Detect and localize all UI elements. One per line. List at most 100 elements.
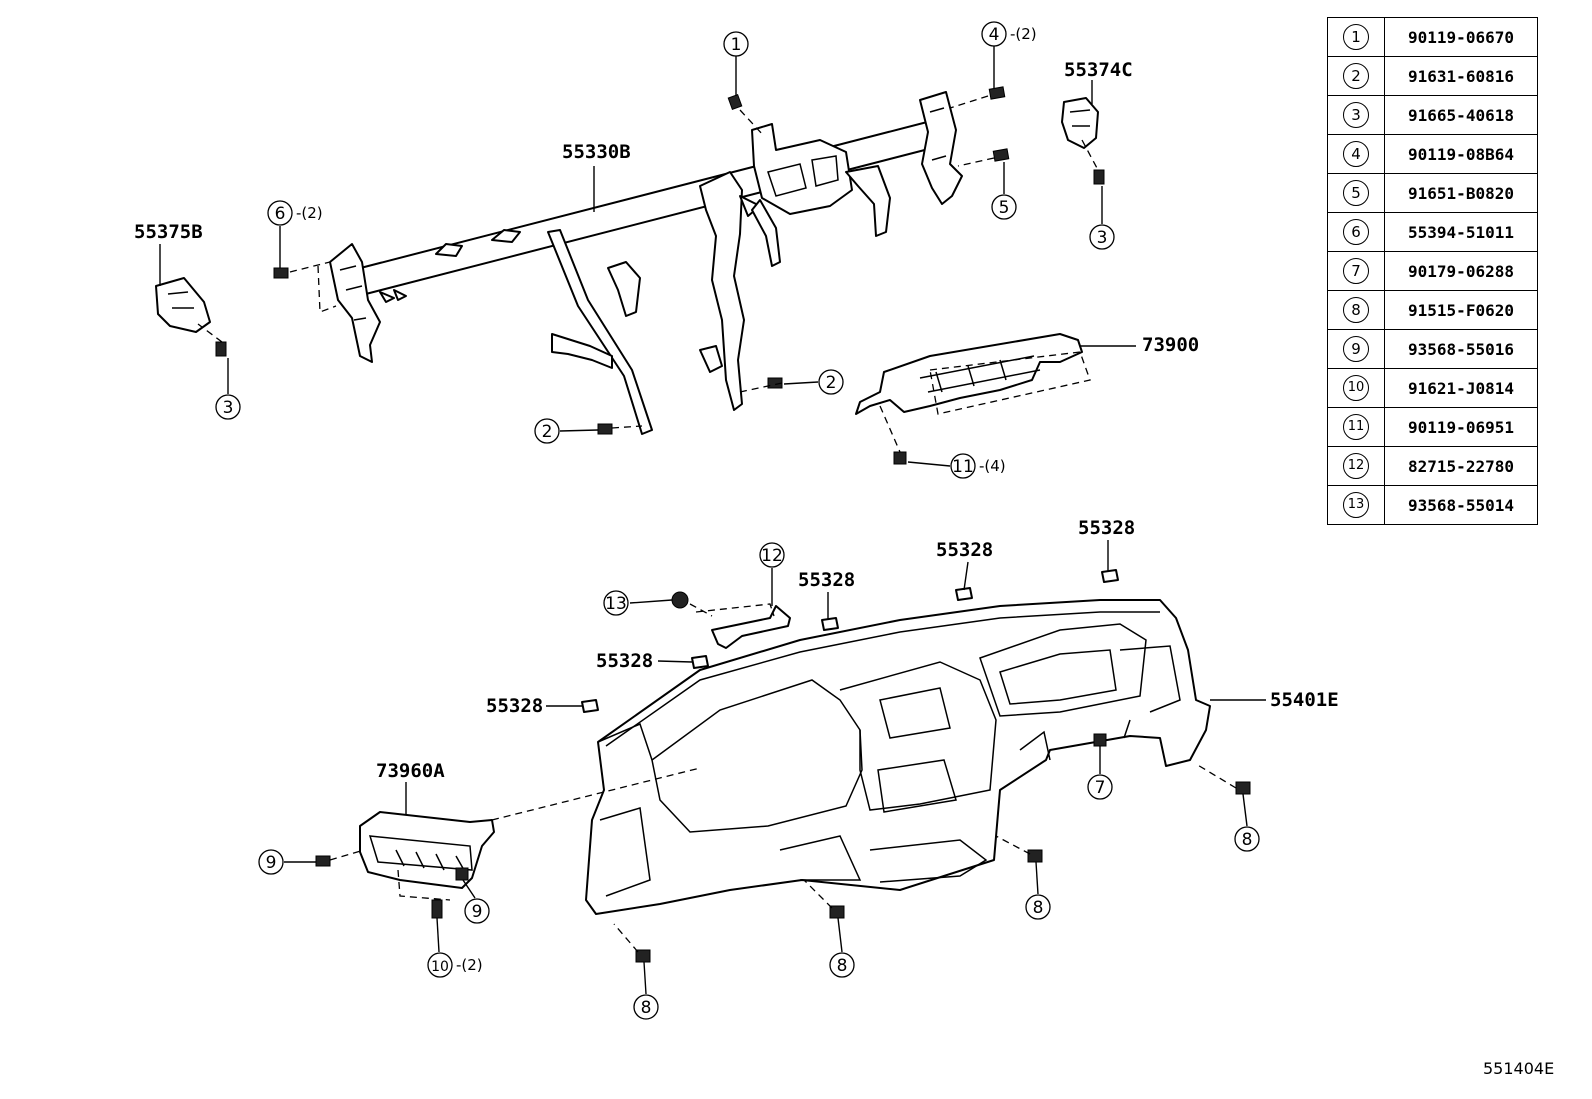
callout-11: 11 bbox=[950, 453, 976, 479]
lower-fasteners bbox=[315, 591, 1251, 963]
callout-2-right: 2 bbox=[818, 369, 844, 395]
ref-number-circle: 5 bbox=[1343, 180, 1369, 206]
svg-text:6: 6 bbox=[275, 204, 286, 224]
svg-text:8: 8 bbox=[641, 998, 652, 1018]
label-55374C: 55374C bbox=[1064, 59, 1133, 81]
ref-part-code: 91515-F0620 bbox=[1384, 290, 1538, 330]
ref-row: 5 91651-B0820 bbox=[1327, 173, 1538, 213]
svg-text:13: 13 bbox=[605, 594, 627, 614]
ref-part-code: 55394-51011 bbox=[1384, 212, 1538, 252]
knee-bracket-assembly bbox=[855, 333, 1091, 415]
ref-number: 9 bbox=[1327, 329, 1385, 369]
callout-8-centre-right: 8 bbox=[1025, 894, 1051, 920]
svg-text:3: 3 bbox=[1097, 228, 1108, 248]
callout-7: 7 bbox=[1087, 774, 1113, 800]
label-73900: 73900 bbox=[1142, 334, 1199, 356]
instrument-panel bbox=[585, 599, 1211, 915]
label-55328-a: 55328 bbox=[1078, 517, 1135, 539]
callout-3-right: 3 bbox=[1089, 224, 1115, 250]
label-55328-d: 55328 bbox=[596, 650, 653, 672]
ref-number-circle: 6 bbox=[1343, 219, 1369, 245]
ref-row: 9 93568-55016 bbox=[1327, 329, 1538, 369]
ref-number: 13 bbox=[1327, 485, 1385, 525]
svg-text:12: 12 bbox=[761, 546, 783, 566]
ref-number-circle: 9 bbox=[1343, 336, 1369, 362]
lower-dashed-lines bbox=[329, 603, 1237, 953]
ref-part-code: 91665-40618 bbox=[1384, 95, 1538, 135]
svg-text:11: 11 bbox=[952, 457, 974, 477]
qty-6: -(2) bbox=[296, 204, 323, 222]
label-55375B: 55375B bbox=[134, 221, 203, 243]
ref-number: 2 bbox=[1327, 56, 1385, 96]
svg-text:2: 2 bbox=[542, 422, 553, 442]
ref-part-code: 90119-06951 bbox=[1384, 407, 1538, 447]
label-55401E: 55401E bbox=[1270, 689, 1339, 711]
ref-part-code: 91621-J0814 bbox=[1384, 368, 1538, 408]
ref-part-code: 93568-55014 bbox=[1384, 485, 1538, 525]
callout-5: 5 bbox=[991, 194, 1017, 220]
svg-text:3: 3 bbox=[223, 398, 234, 418]
svg-text:8: 8 bbox=[1242, 830, 1253, 850]
ref-part-code: 91651-B0820 bbox=[1384, 173, 1538, 213]
label-55328-c: 55328 bbox=[798, 569, 855, 591]
ref-row: 1 90119-06670 bbox=[1327, 17, 1538, 57]
lower-leaders bbox=[284, 540, 1266, 995]
svg-text:2: 2 bbox=[826, 373, 837, 393]
ref-number-circle: 2 bbox=[1343, 63, 1369, 89]
svg-text:1: 1 bbox=[731, 35, 742, 55]
ref-number-circle: 3 bbox=[1343, 102, 1369, 128]
ref-number: 3 bbox=[1327, 95, 1385, 135]
ref-number: 8 bbox=[1327, 290, 1385, 330]
ref-number-circle: 10 bbox=[1343, 375, 1369, 401]
ref-part-code: 93568-55016 bbox=[1384, 329, 1538, 369]
ref-number: 6 bbox=[1327, 212, 1385, 252]
ref-number: 11 bbox=[1327, 407, 1385, 447]
upper-fasteners bbox=[215, 86, 1105, 465]
ref-number-circle: 12 bbox=[1343, 453, 1369, 479]
callout-9-right: 9 bbox=[464, 898, 490, 924]
upper-leaders bbox=[159, 46, 1136, 467]
reinforcement-beam bbox=[329, 91, 963, 435]
svg-text:7: 7 bbox=[1095, 778, 1106, 798]
ref-row: 3 91665-40618 bbox=[1327, 95, 1538, 135]
callout-8-left: 8 bbox=[633, 994, 659, 1020]
svg-text:8: 8 bbox=[837, 956, 848, 976]
ref-part-code: 90179-06288 bbox=[1384, 251, 1538, 291]
ref-number-circle: 7 bbox=[1343, 258, 1369, 284]
qty-11: -(4) bbox=[979, 457, 1006, 475]
svg-text:9: 9 bbox=[266, 853, 277, 873]
callout-3-left: 3 bbox=[215, 394, 241, 420]
callout-2-left: 2 bbox=[534, 418, 560, 444]
diagram-code: 551404E bbox=[1483, 1059, 1555, 1078]
ref-number: 12 bbox=[1327, 446, 1385, 486]
ref-number: 5 bbox=[1327, 173, 1385, 213]
callout-1: 1 bbox=[723, 31, 749, 57]
ref-number-circle: 1 bbox=[1343, 24, 1369, 50]
ref-number: 1 bbox=[1327, 17, 1385, 57]
upper-dashed-lines bbox=[197, 95, 1099, 453]
ref-part-code: 90119-06670 bbox=[1384, 17, 1538, 57]
ref-number: 7 bbox=[1327, 251, 1385, 291]
svg-text:4: 4 bbox=[989, 25, 1000, 45]
retainer-bracket bbox=[695, 603, 791, 649]
ref-row: 6 55394-51011 bbox=[1327, 212, 1538, 252]
svg-text:9: 9 bbox=[472, 902, 483, 922]
label-55330B: 55330B bbox=[562, 141, 631, 163]
label-73960A: 73960A bbox=[376, 760, 445, 782]
svg-text:10: 10 bbox=[431, 959, 449, 975]
callout-9-left: 9 bbox=[258, 849, 284, 875]
ref-row: 10 91621-J0814 bbox=[1327, 368, 1538, 408]
callout-13: 13 bbox=[603, 590, 629, 616]
callout-8-right: 8 bbox=[1234, 826, 1260, 852]
callout-8-centre: 8 bbox=[829, 952, 855, 978]
svg-text:8: 8 bbox=[1033, 898, 1044, 918]
callout-12: 12 bbox=[759, 542, 785, 568]
